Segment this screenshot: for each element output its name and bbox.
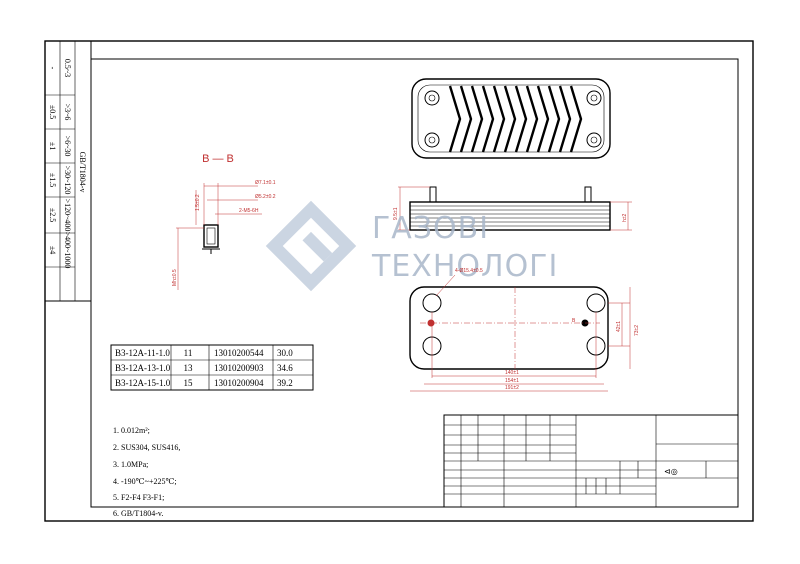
table-cell-model: B3-12A-11-1.0 xyxy=(115,348,170,358)
table-cell-code: 13010200904 xyxy=(214,378,264,388)
port-f4-top xyxy=(586,132,602,148)
tolerance-side-table: 0.5~3 - >3~6 ±0.5 >6~30 ±1 >30~120 ±1.5 >120~400… xyxy=(44,40,92,302)
dim-plan-inner: 140±1 xyxy=(505,370,519,376)
dim-section-thread: 2-M5-6H xyxy=(239,208,259,214)
dim-section-height: Mh±0.5 xyxy=(172,269,178,286)
port-f3-top xyxy=(424,132,440,148)
tolerance-range: >120~400 xyxy=(63,199,72,232)
plate-outline xyxy=(411,78,611,159)
note-5: 5. F2-F4 F3-F1; xyxy=(113,493,164,502)
table-cell-value: 39.2 xyxy=(277,378,293,388)
tolerance-range: 0.5~3 xyxy=(63,59,72,77)
port-f1-top xyxy=(424,90,440,106)
note-3: 3. 1.0MPa; xyxy=(113,460,148,469)
dim-plan-outer: 191±2 xyxy=(505,385,519,391)
dim-plan-height-outer: 73±2 xyxy=(634,325,640,336)
dim-section-left: 1.5±0.2 xyxy=(195,194,201,211)
tolerance-value: ±4 xyxy=(48,246,57,254)
port-f2 xyxy=(586,293,606,313)
notes-block: 1. 0.012m²; 2. SUS304, SUS416, 3. 1.0MPa… xyxy=(113,426,180,518)
tolerance-range: >30~120 xyxy=(63,166,72,195)
table-cell-code: 13010200544 xyxy=(214,348,264,358)
tolerance-value: ±2.5 xyxy=(48,208,57,222)
side-connector-right xyxy=(584,186,592,203)
watermark-logo: ГАЗОВІ ТЕХНОЛОГІ xyxy=(265,200,558,292)
table-cell-model: B3-12A-15-1.0 xyxy=(115,378,171,388)
table-cell-value: 34.6 xyxy=(277,363,293,373)
plate-top-view xyxy=(411,78,611,159)
table-cell-plates: 11 xyxy=(184,348,193,358)
tolerance-range: >6~30 xyxy=(63,136,72,157)
dim-side-left: 9.5±1 xyxy=(393,207,399,220)
table-cell-model: B3-12A-13-1.0 xyxy=(115,363,171,373)
port-f2-top xyxy=(586,90,602,106)
tolerance-range: >3~6 xyxy=(63,104,72,121)
port-f1 xyxy=(422,293,442,313)
table-cell-code: 13010200903 xyxy=(214,363,264,373)
dim-section-mid: Ø5.2±0.2 xyxy=(255,194,276,200)
dim-plan-mid: 154±1 xyxy=(505,378,519,384)
projection-symbol: ⊲◎ xyxy=(664,467,678,476)
note-6: 6. GB/T1804-v. xyxy=(113,509,163,518)
section-marker-b: B xyxy=(572,318,576,324)
side-body xyxy=(409,201,611,231)
watermark-line2: ТЕХНОЛОГІ xyxy=(371,249,558,284)
dim-plan-height-inner: 42±1 xyxy=(616,321,622,332)
tolerance-value: ±0.5 xyxy=(48,105,57,119)
note-1: 1. 0.012m²; xyxy=(113,426,150,435)
note-4: 4. -190℃~+225℃; xyxy=(113,477,177,486)
section-body xyxy=(203,224,219,248)
table-cell-value: 30.0 xyxy=(277,348,293,358)
title-block: ⊲◎ xyxy=(443,414,739,508)
table-cell-plates: 13 xyxy=(184,363,194,373)
table-cell-plates: 15 xyxy=(184,378,194,388)
section-label: B — B xyxy=(202,153,234,165)
dim-section-top: Ø7.1±0.1 xyxy=(255,180,276,186)
tolerance-range: >400~1000 xyxy=(63,232,72,269)
tolerance-value: ±1.5 xyxy=(48,173,57,187)
plate-plan-view: B 140±1 154±1 191±2 42±1 73±2 4-Ø15.4±0.… xyxy=(409,268,640,392)
note-2: 2. SUS304, SUS416, xyxy=(113,443,180,452)
tolerance-standard: GB/T1804-v xyxy=(78,152,87,193)
section-b-b-view: B — B Ø7.1±0.1 Ø5.2±0.2 2-M5-6H 1.5±0.2 … xyxy=(172,153,276,290)
watermark-line1: ГАЗОВІ xyxy=(372,211,489,246)
plan-outline xyxy=(409,286,609,370)
tolerance-value: ±1 xyxy=(48,142,57,150)
dim-plan-hole: 4-Ø15.4±0.5 xyxy=(455,268,483,274)
models-table: B3-12A-11-1.0 11 13010200544 30.0B3-12A-13-… xyxy=(110,344,314,391)
side-connector-left xyxy=(429,186,437,203)
chevron-pattern xyxy=(448,85,583,153)
plate-side-view: 9.5±1 h±2 xyxy=(393,186,632,231)
dim-side-thickness: h±2 xyxy=(622,213,628,222)
tolerance-value: - xyxy=(48,67,57,70)
